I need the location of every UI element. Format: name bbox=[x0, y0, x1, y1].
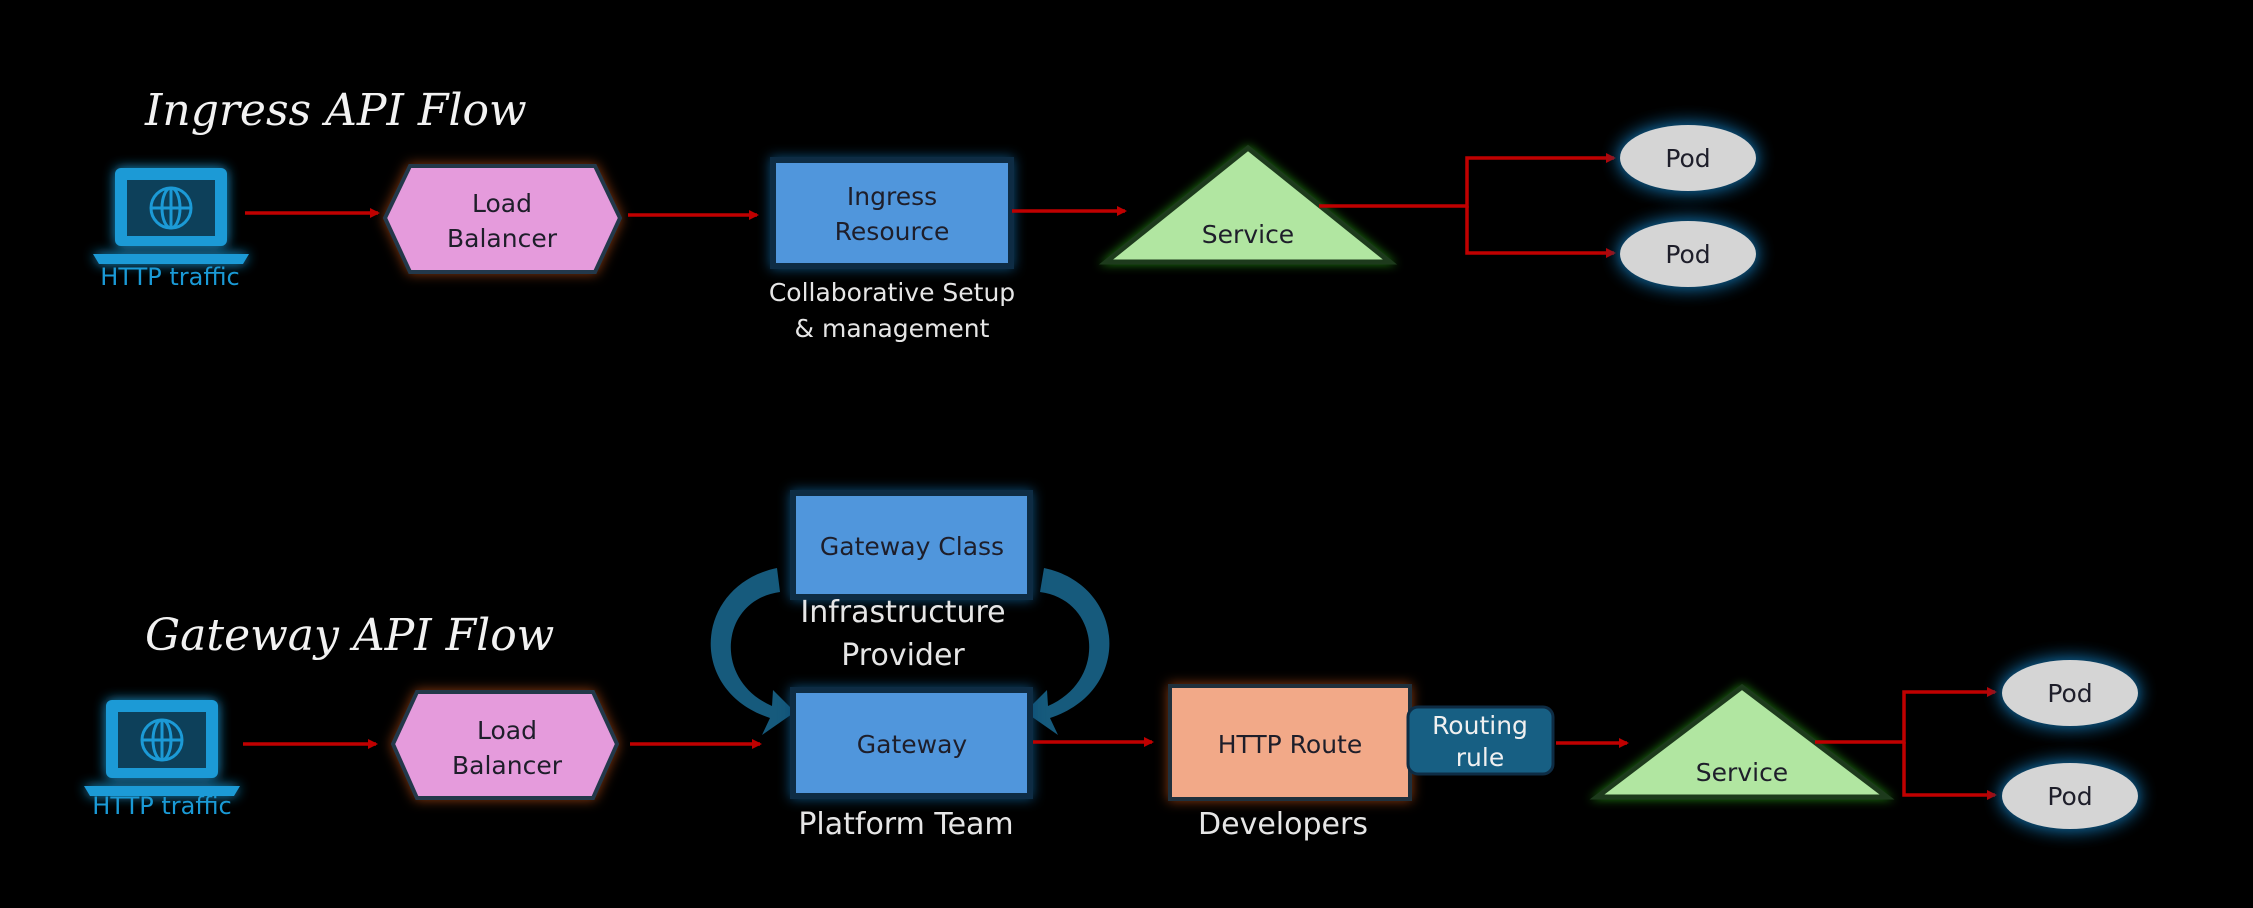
gateway-client: HTTP traffic bbox=[82, 698, 242, 820]
laptop-globe-icon bbox=[82, 698, 242, 798]
gateway-service[interactable]: Service bbox=[1589, 683, 1895, 800]
ingress-service-to-pods-arrows bbox=[1319, 153, 1616, 258]
gateway-client-label: HTTP traffic bbox=[92, 792, 231, 820]
gateway-service-to-pods-arrows bbox=[1815, 687, 1997, 800]
ingress-client: HTTP traffic bbox=[91, 166, 251, 291]
http-route-caption: Developers bbox=[1198, 807, 1368, 842]
ingress-client-label: HTTP traffic bbox=[100, 263, 239, 291]
gateway-service-label: Service bbox=[1696, 758, 1788, 787]
ingress-pod-1[interactable]: Pod bbox=[1620, 125, 1756, 191]
routing-rule[interactable]: Routing rule bbox=[1406, 705, 1555, 776]
lb-label-line2: Balancer bbox=[447, 224, 558, 253]
laptop-globe-icon bbox=[91, 166, 251, 266]
lb-label-line2: Balancer bbox=[452, 751, 563, 780]
gateway-flow-title: Gateway API Flow bbox=[145, 610, 554, 661]
http-route-label: HTTP Route bbox=[1218, 730, 1363, 759]
gateway[interactable]: Gateway bbox=[790, 687, 1033, 799]
gateway-class-gateway-curved-arrows bbox=[710, 568, 1110, 735]
gateway-caption: Platform Team bbox=[798, 807, 1013, 842]
gateway-class-caption-line1: Infrastructure bbox=[800, 595, 1005, 630]
ingress-caption-line1: Collaborative Setup bbox=[769, 278, 1015, 307]
http-route[interactable]: HTTP Route bbox=[1168, 684, 1412, 801]
ingress-resource-line1: Ingress bbox=[847, 182, 937, 211]
lb-label-line1: Load bbox=[477, 716, 537, 745]
ingress-caption-line2: & management bbox=[795, 314, 990, 343]
ingress-service-label: Service bbox=[1202, 220, 1294, 249]
left-curved-arrow-icon bbox=[710, 568, 795, 735]
gateway-pod-1[interactable]: Pod bbox=[2002, 660, 2138, 726]
gateway-load-balancer[interactable]: Load Balancer bbox=[390, 690, 620, 800]
gateway-pod-2[interactable]: Pod bbox=[2002, 763, 2138, 829]
pod-label: Pod bbox=[2047, 679, 2092, 708]
gateway-class-label: Gateway Class bbox=[820, 532, 1004, 561]
pod-label: Pod bbox=[1665, 240, 1710, 269]
gateway-class[interactable]: Gateway Class bbox=[790, 490, 1033, 600]
ingress-flow-title: Ingress API Flow bbox=[144, 85, 527, 136]
lb-label-line1: Load bbox=[472, 189, 532, 218]
ingress-resource[interactable]: Ingress Resource bbox=[770, 157, 1014, 269]
pod-label: Pod bbox=[1665, 144, 1710, 173]
routing-rule-line2: rule bbox=[1456, 743, 1504, 772]
gateway-class-caption-line2: Provider bbox=[841, 638, 965, 673]
ingress-pod-2[interactable]: Pod bbox=[1620, 221, 1756, 287]
right-curved-arrow-icon bbox=[1025, 568, 1110, 735]
gateway-label: Gateway bbox=[857, 730, 968, 759]
pod-label: Pod bbox=[2047, 782, 2092, 811]
routing-rule-line1: Routing bbox=[1432, 711, 1528, 740]
ingress-resource-line2: Resource bbox=[835, 217, 950, 246]
ingress-load-balancer[interactable]: Load Balancer bbox=[382, 164, 623, 274]
